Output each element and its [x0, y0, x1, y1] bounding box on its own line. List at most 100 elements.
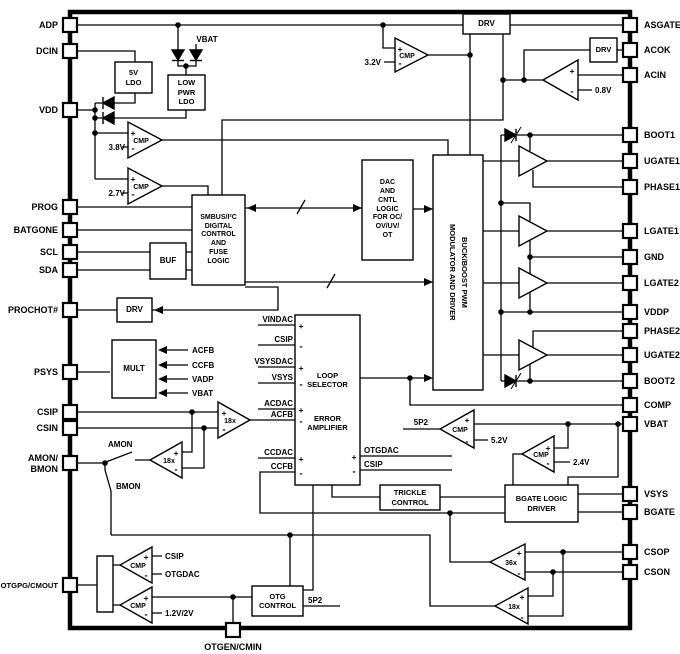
mult-vadp-label: VADP — [192, 375, 214, 384]
pin-label-adp: ADP — [39, 20, 58, 30]
pin-label-vdd: VDD — [39, 105, 59, 115]
ref-2p7: 2.7V — [109, 189, 126, 198]
amp-36x-label: 36x — [505, 560, 517, 567]
pin-label-psys: PSYS — [34, 367, 58, 377]
ea-vsysdac-label: VSYSDAC — [254, 357, 293, 366]
diode-5vldo-icon — [101, 95, 115, 111]
amp-18x-discharge-label: 18x — [508, 604, 520, 611]
plus-sign: + — [299, 322, 304, 331]
plus-sign: + — [299, 406, 304, 415]
low-pwr-ldo-label: LOW PWR LDO — [177, 78, 196, 107]
dac-cntl-block — [361, 159, 414, 261]
bus-slash — [296, 199, 336, 289]
pin-label-batgone: BATGONE — [14, 225, 58, 235]
rail-5p2-otg-label: 5P2 — [308, 596, 323, 605]
ea-vindac-label: VINDAC — [262, 315, 293, 324]
otg-control-label: OTG CONTROL — [258, 591, 297, 610]
pin-label-phase1: PHASE1 — [644, 182, 680, 192]
minus-sign: - — [570, 87, 575, 96]
plus-sign: + — [520, 593, 525, 602]
pin-label-bgate: BGATE — [644, 507, 675, 517]
pwm-modulator-block — [432, 154, 484, 391]
pin-label-acin: ACIN — [644, 70, 666, 80]
error-amplifier-label: ERROR AMPLIFIER — [307, 413, 348, 432]
pin-label-bmon: BMON — [31, 464, 59, 474]
pin-label-amon: AMON/ — [28, 453, 58, 463]
pin-label-asgate: ASGATE — [644, 20, 680, 30]
plus-sign: + — [465, 416, 470, 425]
mult-vbat-label: VBAT — [192, 389, 213, 398]
pin-label-boot1: BOOT1 — [644, 130, 675, 140]
error-amplifier-block — [294, 314, 361, 486]
mult-label: MULT — [123, 364, 145, 373]
gain-labels: CMP CMP CMP 18x 18x CMP CMP 36x 18x CMP … — [130, 53, 549, 611]
dac-cntl-label: DAC AND CNTL LOGIC FOR OC/ OV/UV/ OT — [372, 179, 403, 239]
driver-ugate2-symbol — [518, 338, 549, 372]
cmp-5p2-symbol — [438, 408, 475, 450]
minus-sign: - — [131, 190, 136, 199]
cmp-2p7-label: CMP — [133, 184, 149, 191]
pin-label-comp: COMP — [644, 400, 671, 410]
trickle-control-label: TRICKLE CONTROL — [391, 488, 429, 507]
plus-sign: + — [174, 449, 179, 458]
pin-label-ugate1: UGATE1 — [644, 156, 680, 166]
minus-sign: - — [222, 425, 227, 434]
minus-sign: - — [517, 569, 522, 578]
plus-sign: + — [131, 175, 136, 184]
pin-label-vbat: VBAT — [644, 419, 668, 429]
drv-asgate-block — [462, 13, 511, 35]
pin-label-prog: PROG — [31, 202, 58, 212]
ea-vsys-label: VSYS — [272, 373, 294, 382]
pin-label-gnd: GND — [644, 252, 665, 262]
cmp-3p2-symbol — [394, 36, 430, 74]
plus-sign: + — [299, 364, 304, 373]
pin-label-boot2: BOOT2 — [644, 376, 675, 386]
diode-lpldo-icon — [101, 110, 115, 126]
diodes — [101, 49, 518, 389]
cmp-2p4-label: CMP — [533, 452, 549, 459]
pin-label-dcin: DCIN — [36, 46, 58, 56]
bgate-driver-block — [504, 484, 579, 523]
amp-18x-adapter-symbol — [217, 400, 252, 440]
cmp-cmin-symbol — [118, 585, 153, 625]
pin-label-csop: CSOP — [644, 547, 670, 557]
amp-18x-adapter-label: 18x — [224, 418, 236, 425]
diode-boot2-icon — [504, 373, 518, 389]
minus-sign: - — [352, 467, 357, 476]
smbus-block — [191, 194, 246, 286]
polarity-signs: + - + - + - + - + - + - + - + - + - + - … — [131, 45, 575, 622]
plus-sign: + — [546, 444, 551, 453]
minus-sign: - — [299, 380, 304, 389]
pin-label-otgpg: OTGPG/CMOUT — [1, 581, 59, 590]
pin-label-acok: ACOK — [644, 45, 671, 55]
pin-label-vddp: VDDP — [644, 307, 669, 317]
minus-sign: - — [144, 571, 149, 580]
amp-18x-amon-label: 18x — [163, 458, 175, 465]
minus-sign: - — [546, 459, 551, 468]
pin-label-otgen: OTGEN/CMIN — [204, 642, 262, 652]
buf-block — [149, 242, 187, 280]
rail-5p2-cmp-label: 5P2 — [414, 418, 429, 427]
diode-adp-icon — [170, 49, 186, 62]
cmp-otg-csip-symbol — [118, 545, 153, 585]
plus-sign: + — [131, 129, 136, 138]
cmp-3p2-label: CMP — [399, 53, 415, 60]
switch-blades — [104, 451, 133, 492]
block-outlines — [96, 13, 618, 617]
drv-prochot-label: DRV — [126, 305, 143, 314]
trickle-control-block — [379, 484, 441, 511]
pin-label-cson: CSON — [644, 567, 670, 577]
amp-36x-symbol — [488, 542, 526, 582]
driver-lgate2-symbol — [518, 266, 549, 300]
pwm-modulator-label: BUCK/BOOST PWM MODULATOR AND DRIVER — [448, 224, 469, 321]
ref-1p2-2v: 1.2V/2V — [165, 609, 194, 618]
plus-sign: + — [517, 549, 522, 558]
cmp-3p8-label: CMP — [133, 138, 149, 145]
minus-sign: - — [398, 59, 403, 68]
pin-label-csip: CSIP — [37, 407, 58, 417]
cmp-2p4-symbol — [520, 434, 555, 474]
plus-sign: + — [222, 409, 227, 418]
low-pwr-ldo-block — [167, 74, 206, 111]
